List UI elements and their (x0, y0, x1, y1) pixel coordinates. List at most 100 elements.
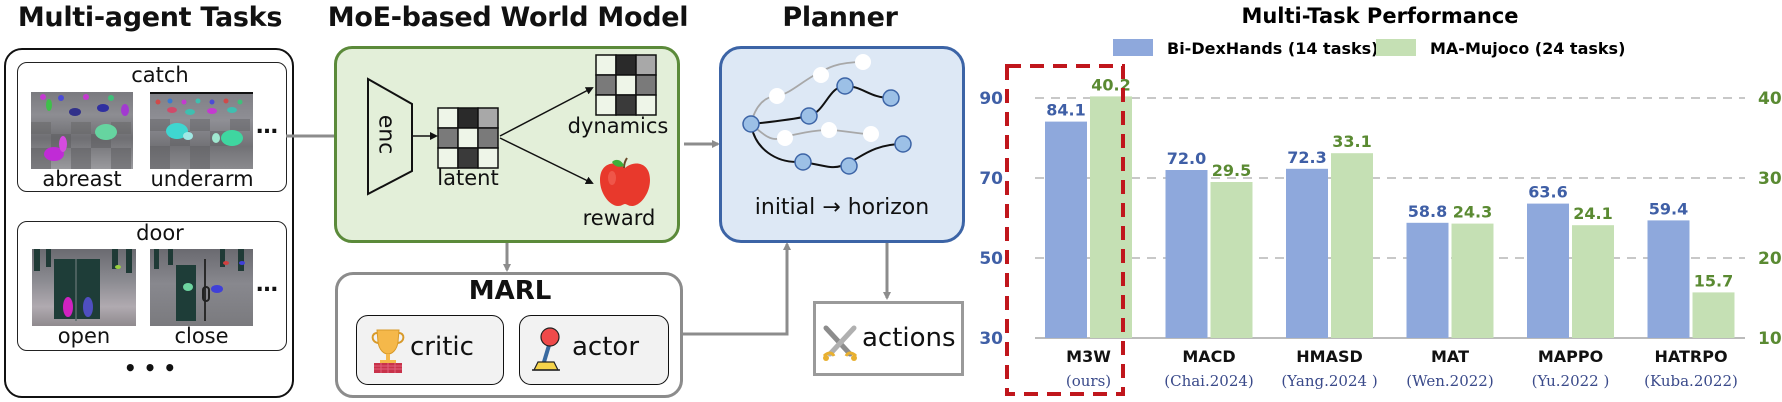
value-label-bi-dexhands: 84.1 (1046, 101, 1085, 120)
door-close-scene (154, 249, 245, 321)
planner-caption-end: horizon (847, 195, 930, 220)
task-group-catch (17, 62, 287, 192)
bar-ma-mujoco (1090, 96, 1132, 339)
legend-swatch-bi-dexhands (1113, 39, 1153, 56)
catch-underarm-thumbnail (150, 92, 253, 169)
apple-icon (600, 157, 650, 206)
door-close-thumbnail (150, 249, 253, 326)
actor-button[interactable]: actor (519, 315, 669, 385)
planner-caption-arrow: → (822, 195, 841, 220)
world-model-graphics (367, 54, 657, 206)
y-left-tick-label: 90 (980, 89, 1003, 109)
catch-underarm-scene (150, 98, 250, 169)
crossed-swords-icon (822, 325, 858, 361)
category-citation: (Yang.2024 ) (1281, 372, 1377, 390)
category-name: M3W (1066, 347, 1111, 366)
legend-label-ma-mujoco: MA-Mujoco (24 tasks) (1430, 39, 1625, 58)
bar-bi-dexhands (1045, 121, 1087, 338)
category-name: HMASD (1296, 347, 1363, 366)
task-group-catch-label: catch (131, 63, 189, 87)
task-group-door-label: door (136, 221, 184, 245)
value-label-ma-mujoco: 33.1 (1332, 132, 1371, 151)
bar-bi-dexhands (1527, 203, 1569, 338)
door-open-scene (34, 249, 132, 321)
critic-button[interactable]: critic (356, 315, 504, 385)
legend-label-bi-dexhands: Bi-DexHands (14 tasks) (1167, 39, 1379, 58)
critic-label: critic (410, 332, 474, 362)
dynamics-grid (595, 54, 657, 116)
planner-trajectories (742, 54, 912, 175)
bar-ma-mujoco (1572, 225, 1614, 338)
value-label-bi-dexhands: 58.8 (1408, 202, 1447, 221)
world-model-panel (334, 46, 680, 243)
dynamics-label: dynamics (567, 114, 669, 138)
marl-title: MARL (468, 276, 552, 306)
y-left-tick-label: 70 (980, 169, 1003, 189)
planner-caption: initial → horizon (722, 195, 962, 220)
category-citation: (Wen.2022) (1406, 372, 1493, 390)
value-label-bi-dexhands: 72.0 (1167, 149, 1206, 168)
bars: 84.1 40.2 72.0 29.5 72.3 33.1 58.8 24.3 63.6 24.1… (1045, 75, 1735, 339)
task-open-label: open (57, 324, 111, 348)
door-more-dots: … (256, 272, 279, 297)
actions-label: actions (862, 323, 956, 353)
value-label-ma-mujoco: 15.7 (1694, 271, 1733, 290)
actions-box: actions (813, 301, 964, 376)
category-citation: (Yu.2022 ) (1532, 372, 1610, 390)
world-model-title: MoE-based World Model (327, 2, 689, 33)
y-right-tick-label: 40 (1758, 89, 1782, 109)
multi-task-performance-chart: Multi-Task Performance Bi-DexHands (14 t… (980, 4, 1782, 396)
diagram-connectors (286, 132, 891, 336)
bar-bi-dexhands (1406, 222, 1449, 338)
category-citation: (ours) (1066, 372, 1111, 390)
bar-bi-dexhands (1286, 168, 1328, 338)
tasks-title: Multi-agent Tasks (17, 2, 283, 33)
catch-abreast-thumbnail (31, 92, 133, 169)
category-name: MAPPO (1538, 347, 1603, 366)
value-label-ma-mujoco: 40.2 (1091, 75, 1130, 94)
value-label-bi-dexhands: 59.4 (1649, 199, 1688, 218)
planner-caption-start: initial (754, 195, 816, 220)
value-label-bi-dexhands: 72.3 (1287, 148, 1326, 167)
value-label-bi-dexhands: 63.6 (1528, 183, 1567, 202)
category-citation: (Chai.2024) (1164, 372, 1254, 390)
y-right-tick-label: 20 (1758, 249, 1782, 269)
task-abreast-label: abreast (42, 167, 122, 191)
reward-label: reward (582, 206, 656, 230)
category-citation: (Kuba.2022) (1644, 372, 1738, 390)
bar-bi-dexhands (1165, 170, 1208, 338)
bar-ma-mujoco (1692, 292, 1735, 338)
bar-ma-mujoco (1210, 182, 1253, 338)
door-open-thumbnail (32, 249, 136, 326)
grid-lines (1035, 97, 1745, 339)
task-group-door (17, 221, 287, 351)
y-left-tick-label: 30 (980, 329, 1003, 349)
y-right-tick-label: 10 (1758, 329, 1782, 349)
arrow-latent-to-reward (499, 137, 594, 184)
encoder-shape (367, 77, 413, 196)
latent-grid (437, 107, 499, 169)
value-label-ma-mujoco: 24.3 (1453, 203, 1492, 222)
actor-label: actor (572, 332, 640, 362)
bar-bi-dexhands (1647, 220, 1690, 338)
tasks-panel (4, 48, 294, 398)
arrow-latent-to-dynamics (499, 87, 594, 137)
value-label-ma-mujoco: 29.5 (1212, 161, 1251, 180)
joystick-icon (532, 327, 560, 371)
tasks-more-dots: • • • (123, 356, 177, 380)
y-left-tick-label: 50 (980, 249, 1003, 269)
bar-ma-mujoco (1331, 153, 1373, 338)
catch-more-dots: … (256, 114, 279, 139)
latent-label: latent (437, 166, 499, 190)
legend-swatch-ma-mujoco (1376, 39, 1416, 56)
planner-title: Planner (782, 2, 898, 33)
value-label-ma-mujoco: 24.1 (1573, 204, 1612, 223)
category-labels: M3W (ours) MACD (Chai.2024) HMASD (Yang.2024 … (1066, 347, 1738, 390)
category-name: MACD (1182, 347, 1235, 366)
task-close-label: close (174, 324, 229, 348)
category-name: HATRPO (1654, 347, 1727, 366)
highlight-box-ours (1005, 64, 1125, 396)
trophy-icon (371, 329, 405, 373)
bar-ma-mujoco (1451, 223, 1494, 338)
